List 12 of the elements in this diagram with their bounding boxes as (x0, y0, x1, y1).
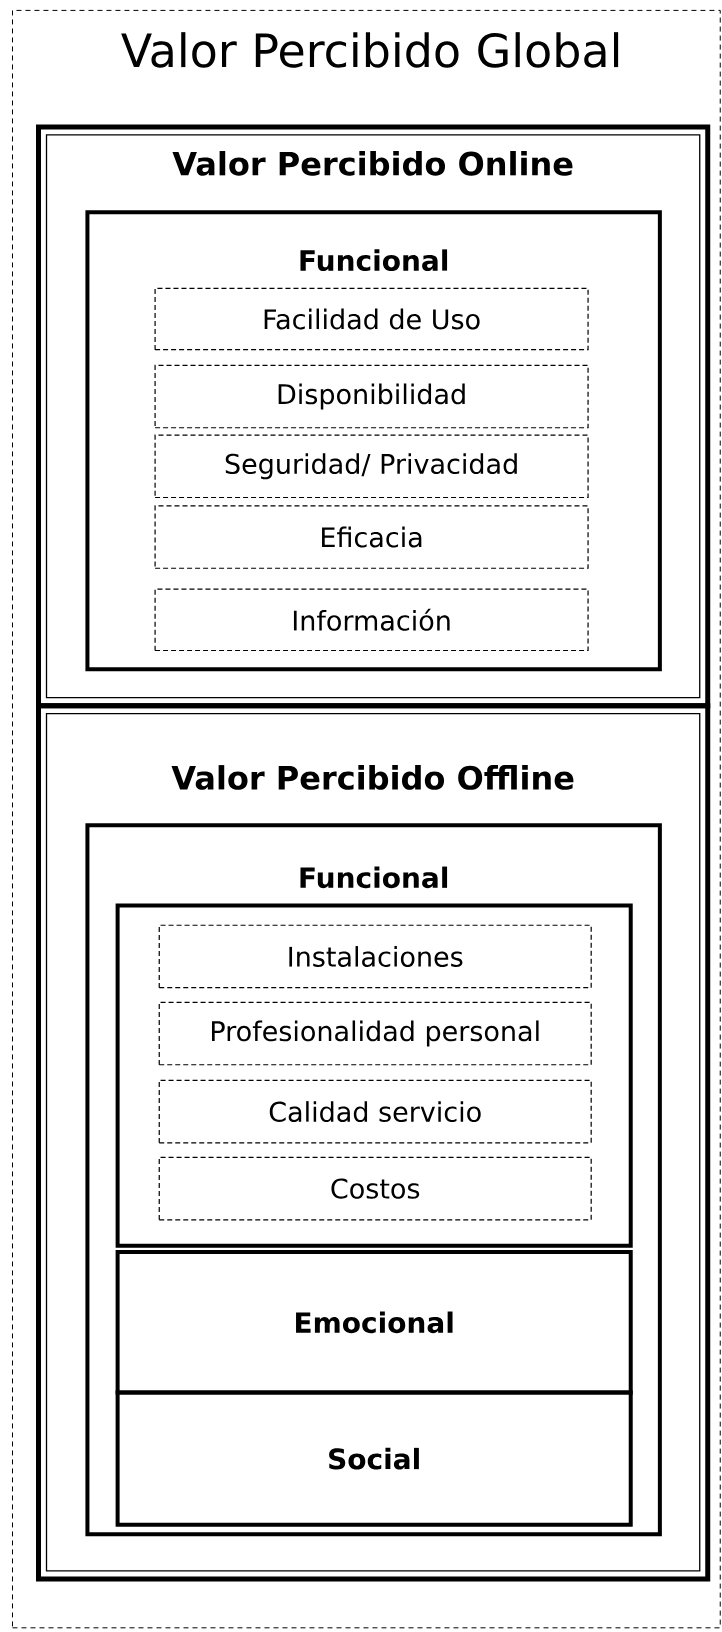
group-box (115, 903, 633, 1248)
item-box: Costos (158, 1156, 592, 1221)
item-box: Profesionalidad personal (158, 1001, 592, 1066)
item-box: Eficacia (154, 505, 589, 569)
item-box: Facilidad de Uso (154, 287, 589, 351)
item-box: Disponibilidad (154, 364, 589, 429)
item-box: Información (154, 588, 589, 652)
item-box: Seguridad/ Privacidad (154, 434, 589, 499)
category-box: Social (115, 1390, 633, 1527)
item-box: Instalaciones (158, 924, 592, 989)
category-box: Emocional (115, 1250, 633, 1395)
item-box: Calidad servicio (158, 1079, 592, 1144)
